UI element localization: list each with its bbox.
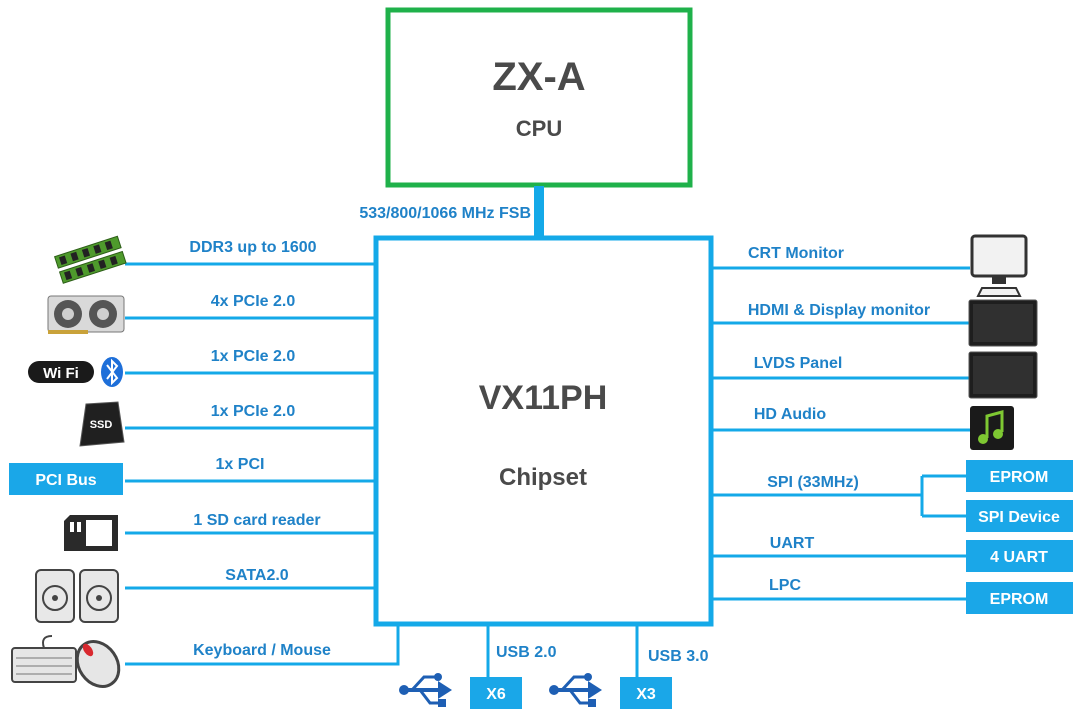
left-keyboard-mouse: Keyboard / Mouse <box>125 624 400 666</box>
fsb-label: 533/800/1066 MHz FSB <box>359 205 531 222</box>
left-label-keyboard-mouse: Keyboard / Mouse <box>193 642 331 659</box>
music-note-icon <box>970 406 1014 450</box>
right-label-uart: UART <box>770 535 815 552</box>
spi-device-box <box>966 500 1073 532</box>
keyboard-mouse-icon <box>11 635 121 688</box>
pci-bus-label: PCI Bus <box>35 472 96 489</box>
left-pcie-x4: 4x PCIe 2.0 <box>125 293 376 320</box>
sd-card-icon <box>64 515 118 551</box>
left-sd: 1 SD card reader <box>125 512 376 535</box>
uart-box-label: 4 UART <box>990 549 1048 566</box>
right-label-lvds: LVDS Panel <box>754 355 843 372</box>
bottom-usb2: USB 2.0 X6 <box>399 624 557 709</box>
usb2-count-label: X6 <box>486 686 506 703</box>
chipset-type: Chipset <box>499 464 587 491</box>
cpu-name: ZX-A <box>492 55 585 99</box>
memory-modules-icon <box>53 235 127 284</box>
spi-eprom-label: EPROM <box>990 469 1049 486</box>
usb2-count-box <box>470 677 522 709</box>
left-label-sata: SATA2.0 <box>225 567 289 584</box>
lpc-eprom-box <box>966 582 1073 614</box>
usb3-count-label: X3 <box>636 686 656 703</box>
lpc-eprom-label: EPROM <box>990 591 1049 608</box>
right-label-crt: CRT Monitor <box>748 245 844 262</box>
left-pcie-wifi: 1x PCIe 2.0 <box>125 348 376 375</box>
hard-drives-icon <box>35 569 119 623</box>
left-label-pcie-wifi: 1x PCIe 2.0 <box>211 348 296 365</box>
cpu-type: CPU <box>516 116 562 141</box>
wifi-bluetooth-icon: Wi Fi <box>28 357 123 387</box>
left-label-pcie-ssd: 1x PCIe 2.0 <box>211 403 296 420</box>
chipset-name: VX11PH <box>479 379 608 417</box>
graphics-card-icon <box>47 295 125 334</box>
usb3-label: USB 3.0 <box>648 648 709 665</box>
left-label-sd: 1 SD card reader <box>193 512 320 529</box>
left-ddr3: DDR3 up to 1600 <box>125 239 376 266</box>
right-crt: CRT Monitor <box>711 245 970 270</box>
right-audio: HD Audio <box>711 406 970 432</box>
display-monitor-icon <box>968 299 1038 347</box>
right-label-hdmi: HDMI & Display monitor <box>748 302 930 319</box>
lvds-panel-icon <box>968 351 1038 399</box>
right-hdmi: HDMI & Display monitor <box>711 302 970 325</box>
right-lpc: LPC EPROM <box>711 577 1073 614</box>
left-label-pci: 1x PCI <box>216 456 265 473</box>
bottom-usb3: USB 3.0 X3 <box>549 624 709 709</box>
pci-bus-box <box>9 463 123 495</box>
left-pci: 1x PCI PCI Bus <box>9 456 376 495</box>
spi-device-label: SPI Device <box>978 509 1060 526</box>
right-uart: UART 4 UART <box>711 535 1073 572</box>
right-lvds: LVDS Panel <box>711 355 970 380</box>
crt-monitor-icon <box>970 234 1028 297</box>
left-label-ddr3: DDR3 up to 1600 <box>189 239 316 256</box>
usb3-count-box <box>620 677 672 709</box>
spi-eprom-box <box>966 460 1073 492</box>
chipset-box <box>373 235 714 627</box>
right-label-spi: SPI (33MHz) <box>767 474 859 491</box>
ssd-icon: SSD <box>79 401 125 447</box>
right-spi: SPI (33MHz) EPROM SPI Device <box>711 460 1073 532</box>
uart-box <box>966 540 1073 572</box>
right-label-lpc: LPC <box>769 577 801 594</box>
usb2-label: USB 2.0 <box>496 644 557 661</box>
left-label-pcie-x4: 4x PCIe 2.0 <box>211 293 296 310</box>
cpu-box <box>385 7 693 188</box>
ssd-icon-text: SSD <box>90 419 113 431</box>
left-pcie-ssd: 1x PCIe 2.0 <box>125 403 376 430</box>
right-label-audio: HD Audio <box>754 406 827 423</box>
fsb-bus <box>534 186 544 238</box>
usb-icon <box>549 673 602 707</box>
left-sata: SATA2.0 <box>125 567 376 590</box>
wifi-icon-text: Wi Fi <box>43 365 79 382</box>
usb-icon <box>399 673 452 707</box>
